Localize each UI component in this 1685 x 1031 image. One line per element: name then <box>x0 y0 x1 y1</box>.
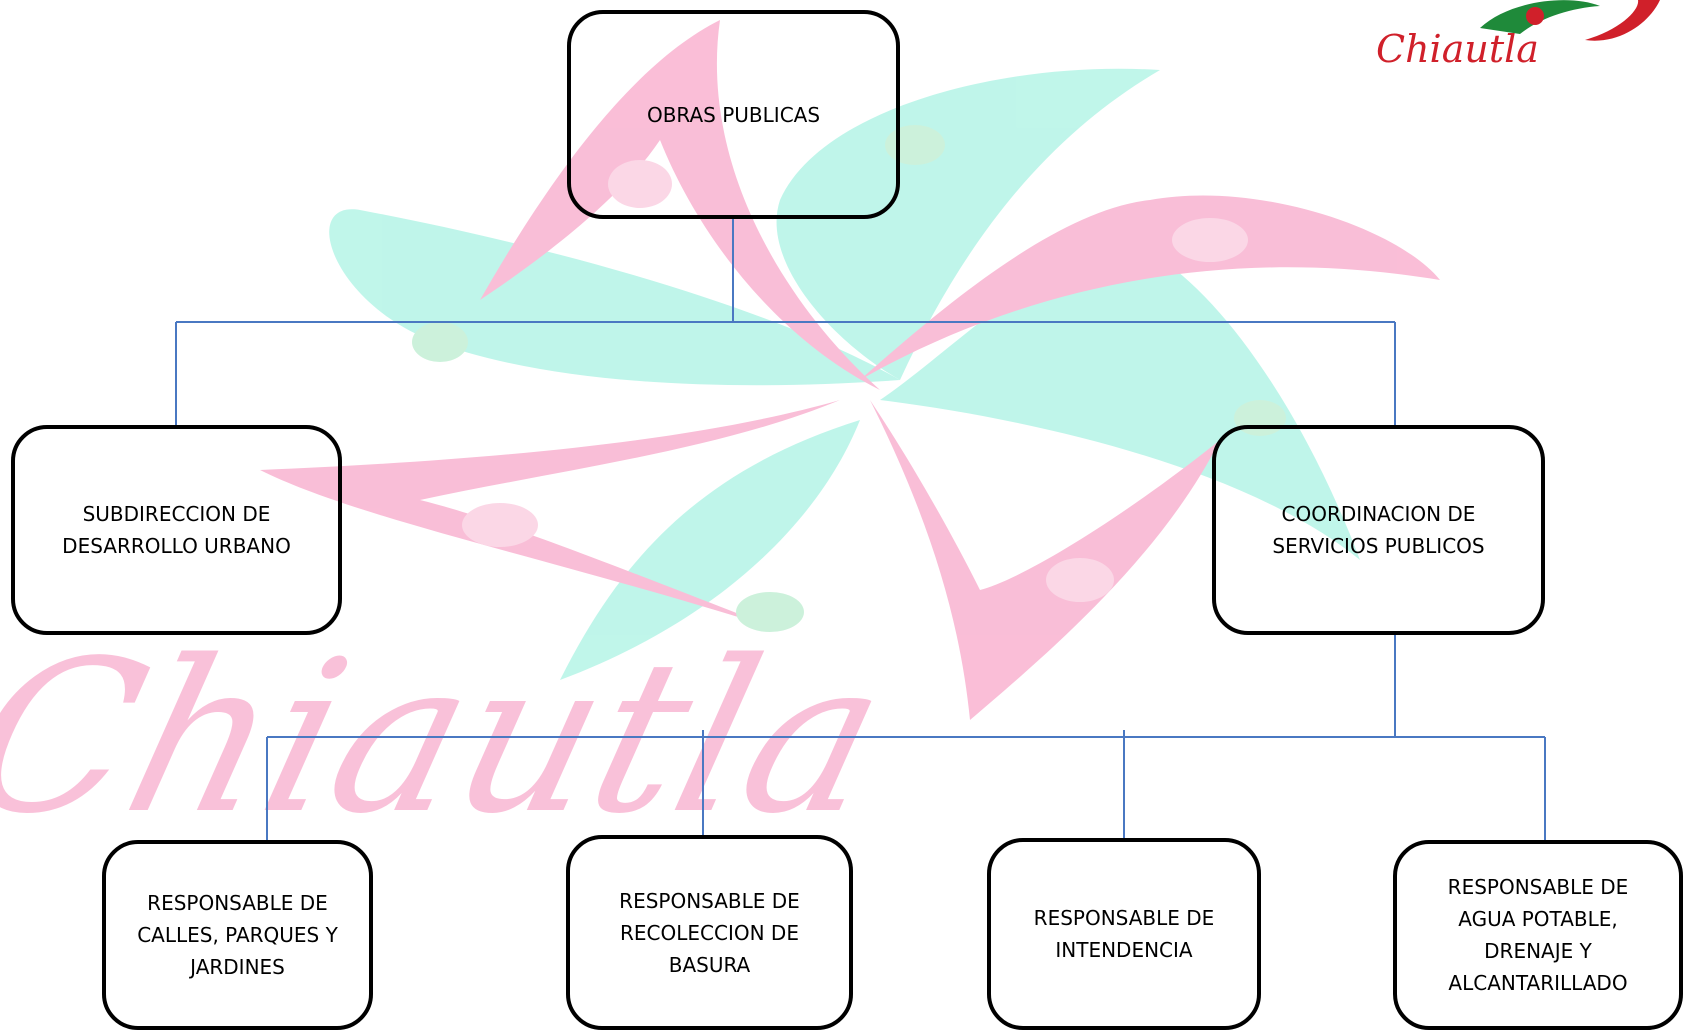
watermark-mint-arm <box>776 68 1160 381</box>
node-label: RESPONSABLE DE CALLES, PARQUES Y JARDINE… <box>137 891 338 979</box>
node-responsable-recoleccion-basura: RESPONSABLE DE RECOLECCION DE BASURA <box>566 835 853 1030</box>
watermark-script-text: Chiautla <box>0 616 907 860</box>
watermark-spot <box>1172 218 1248 262</box>
node-subdireccion-desarrollo-urbano: SUBDIRECCION DE DESARROLLO URBANO <box>11 425 342 635</box>
watermark-pink-arm <box>480 20 880 390</box>
watermark-spot <box>608 160 672 208</box>
node-label: RESPONSABLE DE RECOLECCION DE BASURA <box>619 888 800 977</box>
node-label: COORDINACION DE SERVICIOS PUBLICOS <box>1272 502 1485 558</box>
logo-text: Chiautla <box>1376 27 1539 71</box>
watermark-spot <box>412 322 468 362</box>
chiautla-logo: Chiautla <box>1376 0 1660 71</box>
logo-red-swirl-icon <box>1585 0 1660 41</box>
watermark-pink-arm <box>860 195 1440 380</box>
watermark-spot <box>462 503 538 547</box>
node-label: SUBDIRECCION DE DESARROLLO URBANO <box>62 502 291 558</box>
node-label: OBRAS PUBLICAS <box>646 102 821 127</box>
node-responsable-agua-drenaje-alcantarillado: RESPONSABLE DE AGUA POTABLE, DRENAJE Y A… <box>1393 840 1683 1030</box>
watermark-mint-arm <box>880 240 1360 560</box>
node-coordinacion-servicios-publicos: COORDINACION DE SERVICIOS PUBLICOS <box>1212 425 1545 635</box>
watermark-mint-arm <box>560 420 860 680</box>
watermark-mint-arm <box>329 209 900 386</box>
watermark-spot <box>1046 558 1114 602</box>
node-obras-publicas: OBRAS PUBLICAS <box>567 10 900 219</box>
watermark-pink-arm <box>870 400 1220 720</box>
logo-red-dot-icon <box>1526 7 1544 25</box>
watermark-spot <box>885 125 945 165</box>
node-label: RESPONSABLE DE AGUA POTABLE, DRENAJE Y A… <box>1447 875 1629 995</box>
node-responsable-intendencia: RESPONSABLE DE INTENDENCIA <box>987 838 1261 1030</box>
node-responsable-calles-parques-jardines: RESPONSABLE DE CALLES, PARQUES Y JARDINE… <box>102 840 373 1030</box>
watermark-spot <box>736 592 804 632</box>
node-label: RESPONSABLE DE INTENDENCIA <box>1033 906 1215 962</box>
